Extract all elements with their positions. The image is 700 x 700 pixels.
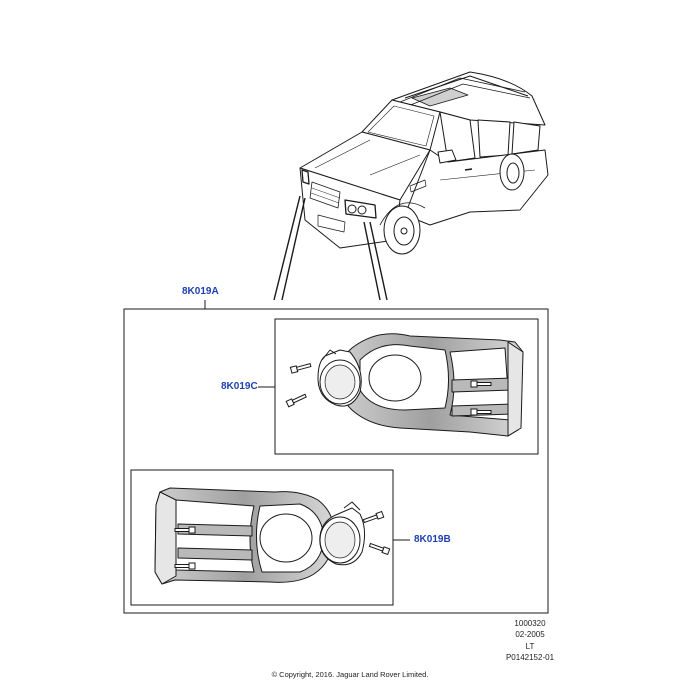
screw-set-lower	[174, 510, 391, 570]
drawing-code: 1000320	[514, 619, 546, 628]
fog-lamp-bezel-left	[154, 487, 366, 585]
illustration-id: P0142152-01	[505, 653, 555, 662]
callout-8k019a[interactable]: 8K019A	[182, 286, 219, 297]
copyright-notice: © Copyright, 2016. Jaguar Land Rover Lim…	[271, 670, 429, 679]
screw-set-upper	[285, 363, 492, 416]
callout-8k019c[interactable]: 8K019C	[221, 381, 258, 392]
drawing-date: 02-2005	[515, 630, 545, 639]
assembly-frame-8k019a	[123, 308, 549, 614]
vehicle-illustration	[299, 71, 549, 255]
leader-lines	[204, 195, 388, 309]
drawing-region: LT	[525, 642, 535, 651]
callout-8k019b[interactable]: 8K019B	[414, 534, 451, 545]
